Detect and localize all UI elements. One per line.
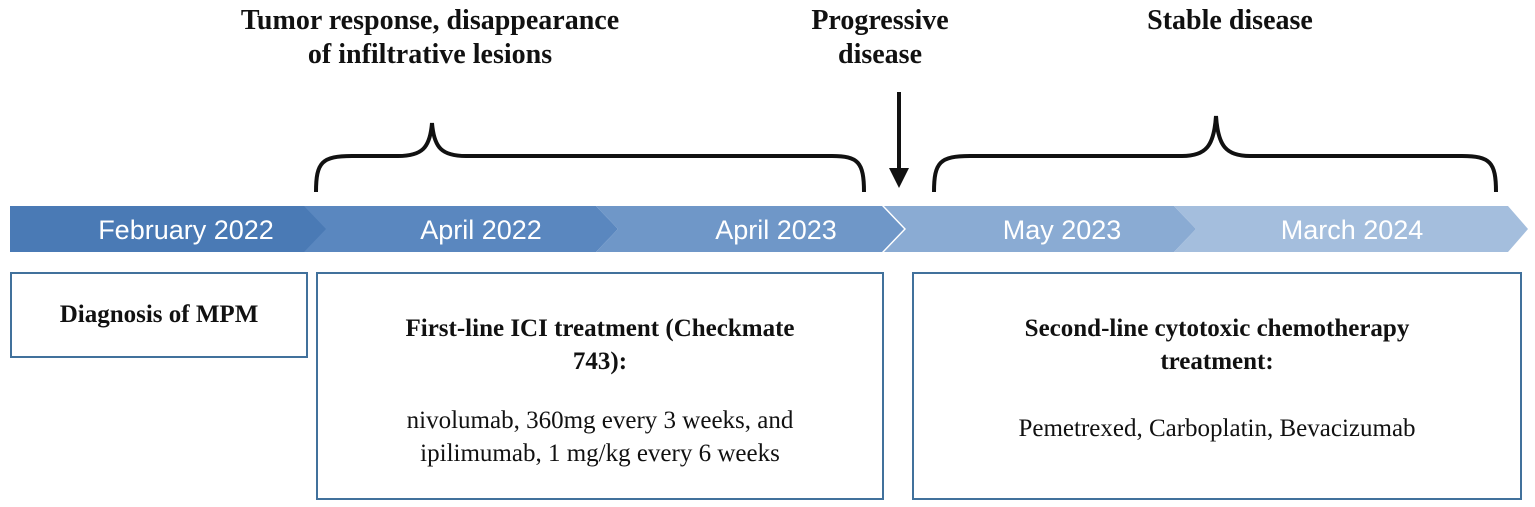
- phase-label-progressive-line1: Progressive: [811, 5, 949, 36]
- timeline-label-5: March 2024: [1281, 215, 1424, 245]
- second-line-title: Second-line cytotoxic chemotherapy treat…: [914, 312, 1520, 378]
- progressive-arrow-head: [889, 168, 909, 188]
- brace-response: [314, 122, 866, 193]
- first-line-title: First-line ICI treatment (Checkmate 743)…: [318, 312, 882, 378]
- timeline-label-4: May 2023: [1003, 215, 1122, 245]
- first-line-treatment-box: First-line ICI treatment (Checkmate 743)…: [316, 272, 884, 500]
- phase-label-stable: Stable disease: [1080, 4, 1380, 38]
- timeline-label-1: February 2022: [98, 215, 274, 245]
- phase-label-progressive-line2: disease: [838, 39, 922, 70]
- phase-label-response: Tumor response, disappearance of infiltr…: [180, 4, 680, 72]
- timeline-segment-1: [10, 206, 328, 252]
- phase-label-response-line2: of infiltrative lesions: [307, 39, 553, 70]
- first-line-body: nivolumab, 360mg every 3 weeks, and ipil…: [318, 404, 882, 470]
- first-line-title-line2: 743):: [572, 348, 628, 375]
- diagnosis-title: Diagnosis of MPM: [59, 301, 259, 328]
- phase-label-progressive: Progressive disease: [770, 4, 990, 72]
- first-line-body-line2: ipilimumab, 1 mg/kg every 6 weeks: [420, 440, 780, 467]
- timeline-label-3: April 2023: [715, 215, 837, 245]
- phase-label-response-line1: Tumor response, disappearance: [240, 5, 620, 36]
- timeline-segment-5: [1174, 206, 1528, 252]
- diagnosis-box: Diagnosis of MPM: [10, 272, 308, 358]
- brace-stable: [932, 115, 1498, 193]
- first-line-title-line1: First-line ICI treatment (Checkmate: [405, 315, 795, 342]
- phase-label-stable-line1: Stable disease: [1147, 5, 1313, 36]
- timeline-segment-2: [304, 206, 618, 252]
- timeline-label-2: April 2022: [420, 215, 542, 245]
- second-line-title-line2: treatment:: [1160, 348, 1274, 375]
- timeline-segment-3: [596, 206, 904, 252]
- timeline-segment-4: [884, 206, 1196, 252]
- second-line-body-line1: Pemetrexed, Carboplatin, Bevacizumab: [1018, 415, 1416, 442]
- second-line-body: Pemetrexed, Carboplatin, Bevacizumab: [914, 412, 1520, 445]
- first-line-body-line1: nivolumab, 360mg every 3 weeks, and: [406, 407, 794, 434]
- second-line-treatment-box: Second-line cytotoxic chemotherapy treat…: [912, 272, 1522, 500]
- second-line-title-line1: Second-line cytotoxic chemotherapy: [1024, 315, 1410, 342]
